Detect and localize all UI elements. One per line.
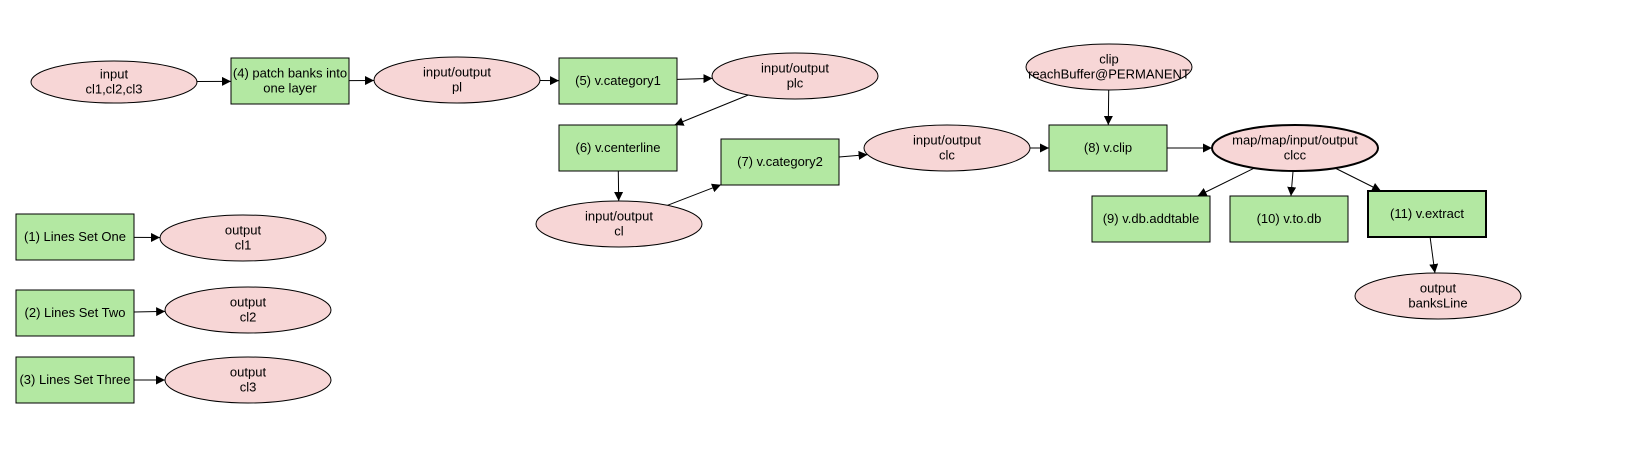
data-ellipse xyxy=(30,60,198,104)
data-ellipse xyxy=(711,52,879,100)
data-ellipse xyxy=(535,200,703,248)
action-node-todb[interactable]: (10) v.to.db xyxy=(1229,195,1349,243)
node-label-line: (6) v.centerline xyxy=(575,140,660,155)
node-label-line: output xyxy=(230,365,267,380)
data-ellipse xyxy=(863,124,1031,172)
action-node-set3[interactable]: (3) Lines Set Three xyxy=(15,356,135,404)
action-box xyxy=(558,57,678,105)
data-ellipse xyxy=(159,214,327,262)
edge-io_clcc-to-extract xyxy=(1335,167,1382,192)
action-box xyxy=(230,57,350,105)
edge-cat1-to-io_plc xyxy=(676,74,713,84)
data-ellipse xyxy=(1211,124,1379,172)
edge-io_cl-to-cat2 xyxy=(667,183,722,206)
data-ellipse xyxy=(164,356,332,404)
action-node-vclip[interactable]: (8) v.clip xyxy=(1048,124,1168,172)
node-label-line: (5) v.category1 xyxy=(575,73,661,88)
node-label-line: pl xyxy=(452,80,462,95)
data-ellipse xyxy=(164,286,332,334)
node-label-line: (8) v.clip xyxy=(1084,140,1132,155)
node-label-line: clip xyxy=(1099,52,1119,67)
action-box xyxy=(15,289,135,337)
edge-set2-to-out_cl2 xyxy=(133,307,166,317)
node-label-line: output xyxy=(1420,281,1457,296)
node-label-line: (7) v.category2 xyxy=(737,154,823,169)
node-label-line: output xyxy=(230,295,267,310)
edge-extract-to-out_banks xyxy=(1429,236,1439,274)
node-label-line: input/output xyxy=(585,209,653,224)
data-ellipse xyxy=(1354,272,1522,320)
action-box xyxy=(15,213,135,261)
node-label-line: clc xyxy=(939,148,955,163)
node-label-line: clcc xyxy=(1284,148,1307,163)
node-label-line: (4) patch banks into xyxy=(233,66,347,81)
action-box xyxy=(1048,124,1168,172)
connections xyxy=(133,74,1439,385)
node-label-line: input xyxy=(100,67,129,82)
node-label-line: (11) v.extract xyxy=(1390,206,1464,221)
action-node-cat1[interactable]: (5) v.category1 xyxy=(558,57,678,105)
action-node-set1[interactable]: (1) Lines Set One xyxy=(15,213,135,261)
action-box xyxy=(1367,190,1487,238)
node-label-line: cl1 xyxy=(235,238,252,253)
node-label-line: cl2 xyxy=(240,310,257,325)
node-label-line: map/map/input/output xyxy=(1232,133,1358,148)
action-node-centerline[interactable]: (6) v.centerline xyxy=(558,124,678,172)
data-ellipse xyxy=(1025,43,1193,91)
action-box xyxy=(15,356,135,404)
node-label-line: banksLine xyxy=(1408,296,1467,311)
node-label-line: reachBuffer@PERMANENT xyxy=(1028,67,1190,82)
node-label-line: (10) v.to.db xyxy=(1257,211,1322,226)
node-label-line: (2) Lines Set Two xyxy=(25,305,126,320)
edge-cat2-to-io_clc xyxy=(838,150,868,160)
action-box xyxy=(1091,195,1211,243)
node-label-line: one layer xyxy=(263,81,317,96)
action-node-set2[interactable]: (2) Lines Set Two xyxy=(15,289,135,337)
action-node-cat2[interactable]: (7) v.category2 xyxy=(720,138,840,186)
action-node-extract[interactable]: (11) v.extract xyxy=(1367,190,1487,238)
node-label-line: input/output xyxy=(761,61,829,76)
action-box xyxy=(558,124,678,172)
edge-io_clcc-to-todb xyxy=(1287,170,1297,197)
node-label-line: (9) v.db.addtable xyxy=(1103,211,1200,226)
node-label-line: cl1,cl2,cl3 xyxy=(85,82,142,97)
node-label-line: output xyxy=(225,223,262,238)
node-label-line: plc xyxy=(787,76,804,91)
node-label-line: (1) Lines Set One xyxy=(24,229,126,244)
action-box xyxy=(720,138,840,186)
data-ellipse xyxy=(373,56,541,104)
edge-io_plc-to-centerline xyxy=(674,94,749,126)
node-label-line: cl xyxy=(614,224,624,239)
node-label-line: input/output xyxy=(913,133,981,148)
node-label-line: input/output xyxy=(423,65,491,80)
action-node-addtable[interactable]: (9) v.db.addtable xyxy=(1091,195,1211,243)
action-box xyxy=(1229,195,1349,243)
node-label-line: cl3 xyxy=(240,380,257,395)
node-label-line: (3) Lines Set Three xyxy=(19,372,130,387)
edge-io_clcc-to-addtable xyxy=(1197,167,1255,197)
